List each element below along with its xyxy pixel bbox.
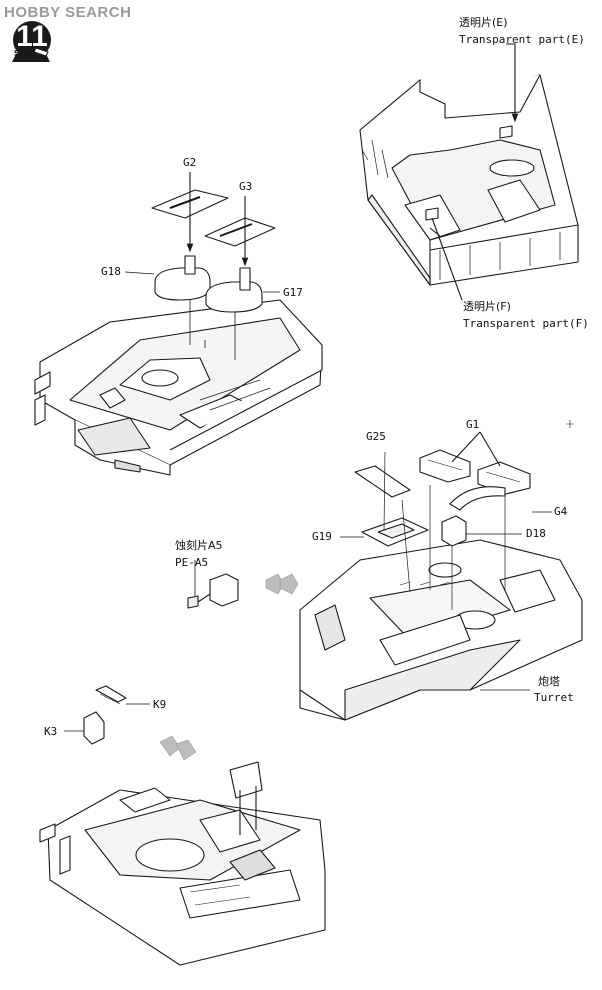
- flow-arrow-2: [159, 735, 197, 761]
- part-g18: [154, 255, 211, 301]
- label-g19: G19: [312, 530, 332, 543]
- part-turret-cap: [229, 761, 263, 799]
- part-k3: [83, 711, 105, 745]
- label-transparent-e-cn: 透明片(E): [459, 16, 508, 29]
- label-g1: G1: [466, 418, 480, 431]
- leader-transparent-e: [506, 43, 519, 123]
- label-k9: K9: [153, 698, 167, 711]
- turret-assembly: [299, 539, 583, 721]
- label-g25: G25: [366, 430, 386, 443]
- step-number: 11: [16, 20, 48, 53]
- step-badge: [12, 21, 51, 62]
- watermark: HOBBY SEARCH: [4, 4, 132, 21]
- step-label: STEP: [14, 49, 35, 58]
- part-g4: [449, 486, 506, 511]
- flow-arrow-1: [265, 573, 299, 595]
- label-turret-en: Turret: [534, 691, 574, 704]
- part-k9: [95, 685, 127, 705]
- label-transparent-f-cn: 透明片(F): [463, 300, 511, 313]
- label-g18: G18: [101, 265, 121, 278]
- label-d18: D18: [526, 527, 546, 540]
- part-d18: [441, 515, 467, 547]
- part-g25: [354, 465, 411, 498]
- bottom-completed-hull: [39, 761, 326, 966]
- label-g17: G17: [283, 286, 303, 299]
- label-pe-a5-en: PE-A5: [175, 556, 209, 569]
- upper-hull-box: [359, 74, 579, 286]
- part-g1: [419, 449, 531, 495]
- label-g2: G2: [183, 156, 197, 169]
- part-g17: [205, 267, 263, 313]
- label-g3: G3: [239, 180, 253, 193]
- leader-transparent-f: [431, 217, 463, 301]
- upper-left-hull: [34, 299, 323, 476]
- label-k3: K3: [44, 725, 58, 738]
- label-g4: G4: [554, 505, 568, 518]
- label-transparent-f-en: Transparent part(F): [463, 317, 589, 330]
- label-transparent-e-en: Transparent part(E): [459, 33, 585, 46]
- label-turret-cn: 炮塔: [538, 675, 560, 688]
- label-pe-a5-cn: 蚀刻片A5: [175, 539, 223, 552]
- part-g3: [204, 217, 276, 247]
- part-pe-a5: [187, 573, 239, 609]
